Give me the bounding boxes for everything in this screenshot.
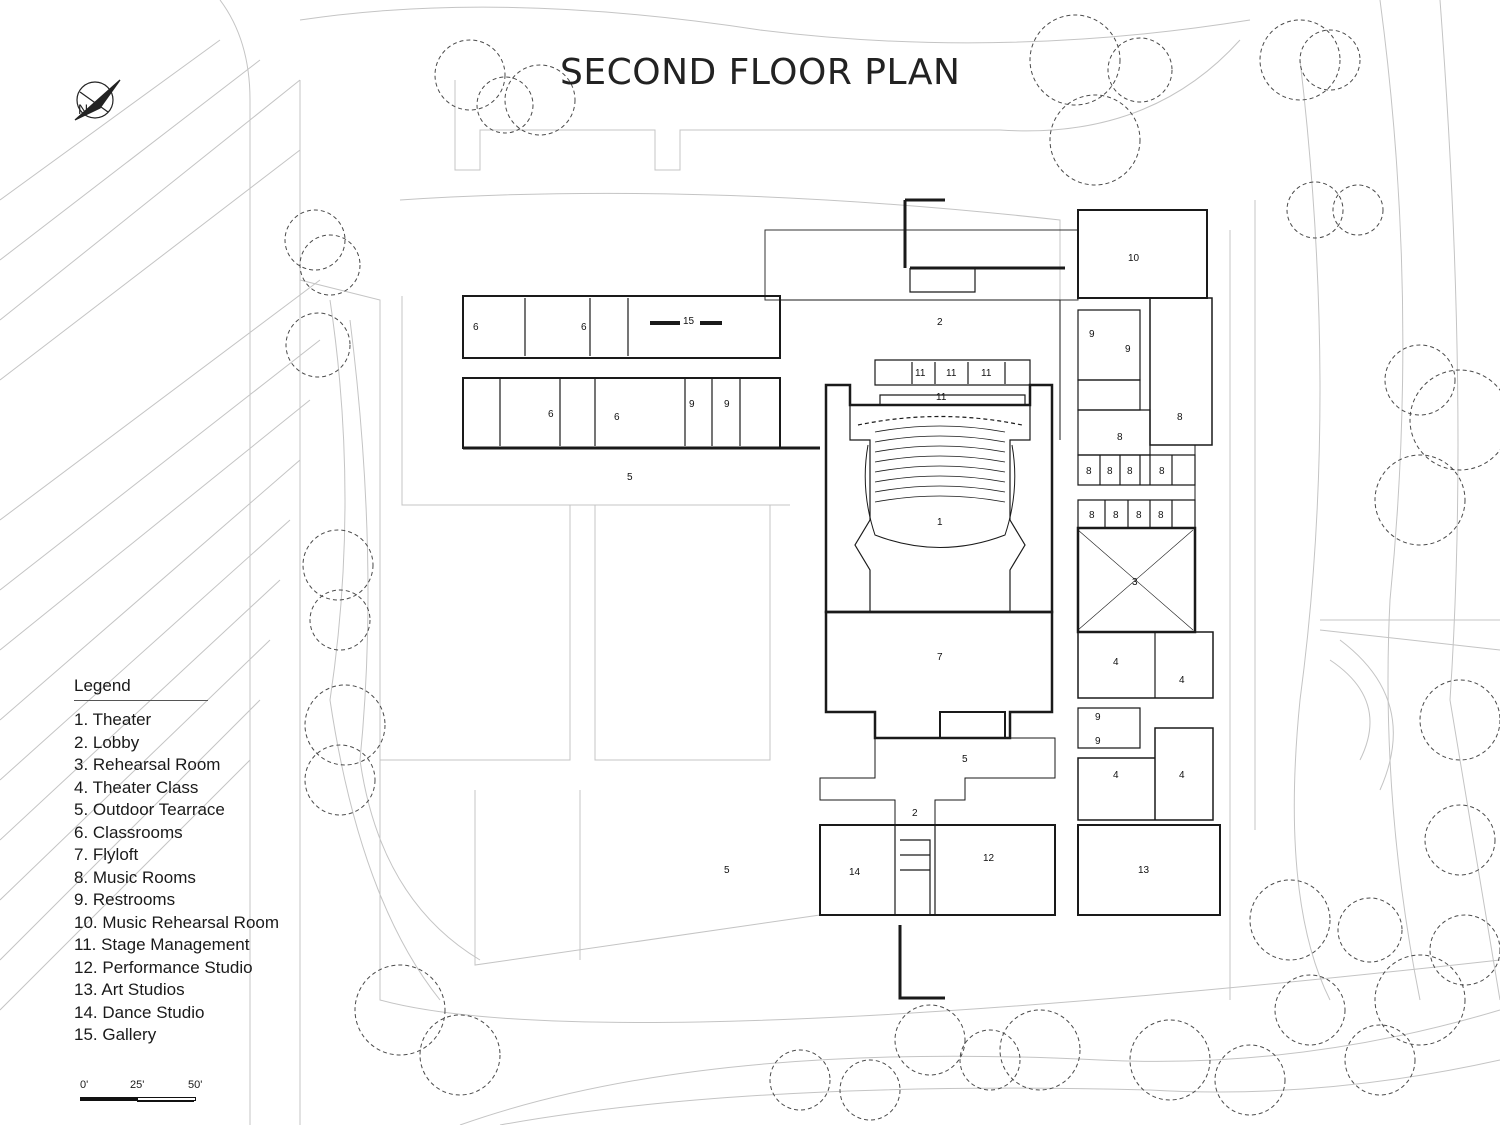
label-lobby-north: 2 [937, 317, 943, 328]
legend-item: 4. Theater Class [74, 777, 199, 797]
label-classroom-2: 6 [581, 322, 587, 333]
label-performance: 12 [983, 853, 995, 864]
label-flyloft: 7 [937, 652, 943, 663]
north-arrow-icon: N [74, 79, 121, 121]
label-restroom-d: 9 [724, 399, 730, 410]
building-walls [462, 198, 1221, 1000]
label-stage-mgmt-c: 11 [981, 368, 992, 379]
label-music-room-i: 8 [1136, 510, 1142, 521]
legend-item: 8. Music Rooms [74, 867, 196, 887]
label-theater: 1 [937, 517, 943, 528]
north-arrow-label: N [78, 101, 88, 117]
label-theater-class-d: 4 [1179, 770, 1185, 781]
label-rehearsal: 3 [1132, 577, 1138, 588]
scale-segment-base [137, 1100, 194, 1102]
label-terrace-west: 5 [627, 472, 633, 483]
legend-item: 9. Restrooms [74, 890, 176, 909]
label-gallery: 15 [683, 316, 695, 327]
legend-item: 1. Theater [74, 710, 152, 729]
label-restroom-c: 9 [689, 399, 695, 410]
label-stage-mgmt-a: 11 [915, 368, 926, 379]
label-music-room-f: 8 [1159, 466, 1165, 477]
legend-item: 5. Outdoor Tearrace [74, 800, 225, 819]
legend-item: 10. Music Rehearsal Room [74, 912, 280, 932]
site-trees [284, 14, 1500, 1121]
label-dance: 14 [849, 867, 861, 878]
label-music-room-b: 8 [1117, 432, 1123, 443]
label-theater-class-b: 4 [1179, 675, 1185, 686]
legend-item: 13. Art Studios [74, 980, 185, 999]
scale-label-50: 50' [188, 1079, 203, 1091]
label-music-room-h: 8 [1113, 510, 1119, 521]
label-music-room-e: 8 [1127, 466, 1133, 477]
scale-bar: 0' 25' 50' [80, 1079, 203, 1109]
scale-label-25: 25' [130, 1079, 145, 1091]
legend-item: 11. Stage Management [74, 935, 250, 954]
label-stage-mgmt-b: 11 [946, 368, 957, 379]
legend-list: 1. Theater 2. Lobby 3. Rehearsal Room 4.… [74, 709, 294, 1047]
label-art: 13 [1138, 865, 1150, 876]
legend-item: 12. Performance Studio [74, 957, 253, 977]
legend: Legend 1. Theater 2. Lobby 3. Rehearsal … [74, 676, 294, 1047]
label-classroom-4: 6 [614, 412, 620, 423]
label-restroom-e: 9 [1095, 712, 1101, 723]
label-lobby-south: 2 [912, 808, 918, 819]
label-theater-class-c: 4 [1113, 770, 1119, 781]
room-labels: 1 2 2 3 4 4 4 4 5 5 5 6 6 6 6 7 8 8 8 8 … [473, 253, 1185, 878]
label-music-room-g: 8 [1089, 510, 1095, 521]
scale-segment-dark [80, 1097, 137, 1101]
label-classroom-3: 6 [548, 409, 554, 420]
label-music-room-c: 8 [1086, 466, 1092, 477]
legend-item: 7. Flyloft [74, 845, 139, 864]
legend-item: 15. Gallery [74, 1025, 157, 1044]
label-restroom-a: 9 [1089, 329, 1095, 340]
label-theater-class-a: 4 [1113, 657, 1119, 668]
label-terrace-southwest: 5 [724, 865, 730, 876]
label-classroom-1: 6 [473, 322, 479, 333]
page-title: SECOND FLOOR PLAN [560, 52, 961, 93]
legend-heading: Legend [74, 676, 208, 701]
legend-item: 3. Rehearsal Room [74, 755, 221, 774]
label-music-room-d: 8 [1107, 466, 1113, 477]
label-stage-mgmt-d: 11 [936, 392, 947, 403]
legend-item: 2. Lobby [74, 732, 140, 752]
label-music-rehearsal: 10 [1128, 253, 1140, 264]
label-music-room-j: 8 [1158, 510, 1164, 521]
legend-item: 14. Dance Studio [74, 1002, 205, 1022]
label-restroom-b: 9 [1125, 344, 1131, 355]
label-restroom-f: 9 [1095, 736, 1101, 747]
label-terrace-south: 5 [962, 754, 968, 765]
scale-label-0: 0' [80, 1079, 89, 1091]
legend-item: 6. Classrooms [74, 822, 183, 842]
label-music-room-a: 8 [1177, 412, 1183, 423]
